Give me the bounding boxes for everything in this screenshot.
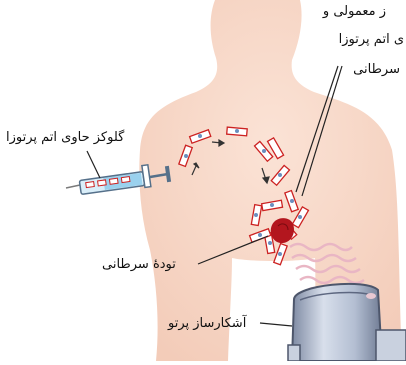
top-right-label-2: ی اتم پرتوزا: [339, 32, 404, 48]
glucose-syringe-label: گلوکز حاوی اتم پرتوزا: [6, 130, 124, 146]
tumor-label: تودهٔ سرطانی: [102, 257, 176, 273]
top-right-label-1: ز معمولی و: [323, 4, 386, 20]
detector-label: آشکارساز پرتو: [168, 316, 246, 332]
top-right-label-3: سرطانی: [353, 62, 400, 78]
